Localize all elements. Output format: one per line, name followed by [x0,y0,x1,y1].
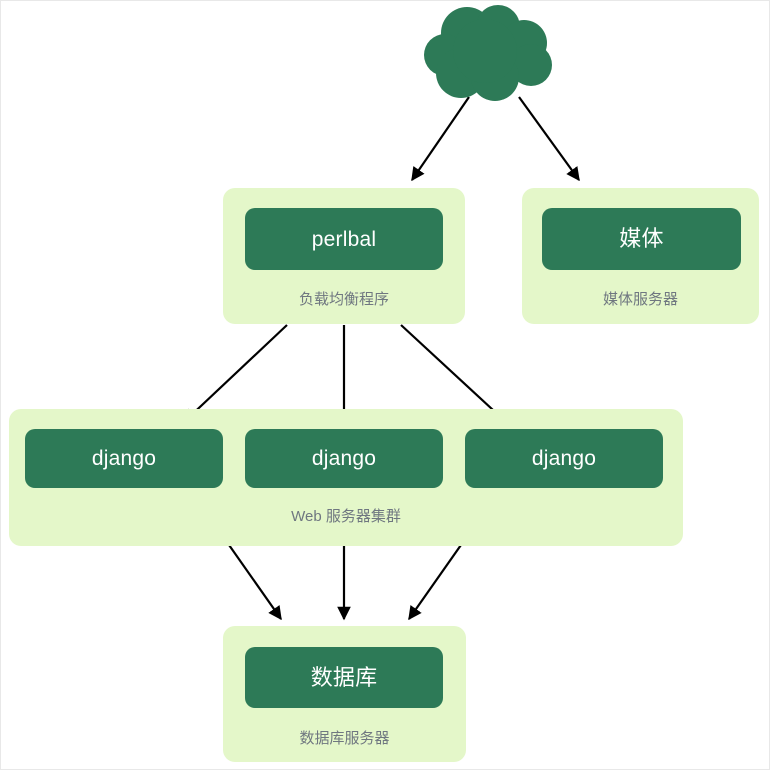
edge-internet-to-media [518,96,580,182]
node-database-label: 数据库 [310,664,378,690]
group-media-caption: 媒体服务器 [602,291,678,308]
node-django-3-label: django [531,447,597,470]
internet-cloud [421,3,557,105]
edge-perlbal-to-django-1 [183,324,288,423]
node-django-1[interactable]: django [25,429,223,488]
edge-perlbal-to-django-3 [400,324,508,423]
node-perlbal[interactable]: perlbal [245,208,443,270]
node-django-1-label: django [91,447,157,470]
node-perlbal-label: perlbal [311,227,377,251]
node-database[interactable]: 数据库 [245,647,443,708]
node-media[interactable]: 媒体 [542,208,741,270]
node-django-3[interactable]: django [465,429,663,488]
node-django-2-label: django [311,447,377,470]
node-media-label: 媒体 [619,226,664,251]
group-web-cluster-caption: Web 服务器集群 [291,508,401,525]
group-database-caption: 数据库服务器 [299,730,390,747]
cloud-icon [424,5,552,101]
node-django-2[interactable]: django [245,429,443,488]
edge-internet-to-perlbal [411,96,470,182]
group-load-balancer-caption: 负载均衡程序 [298,291,389,308]
